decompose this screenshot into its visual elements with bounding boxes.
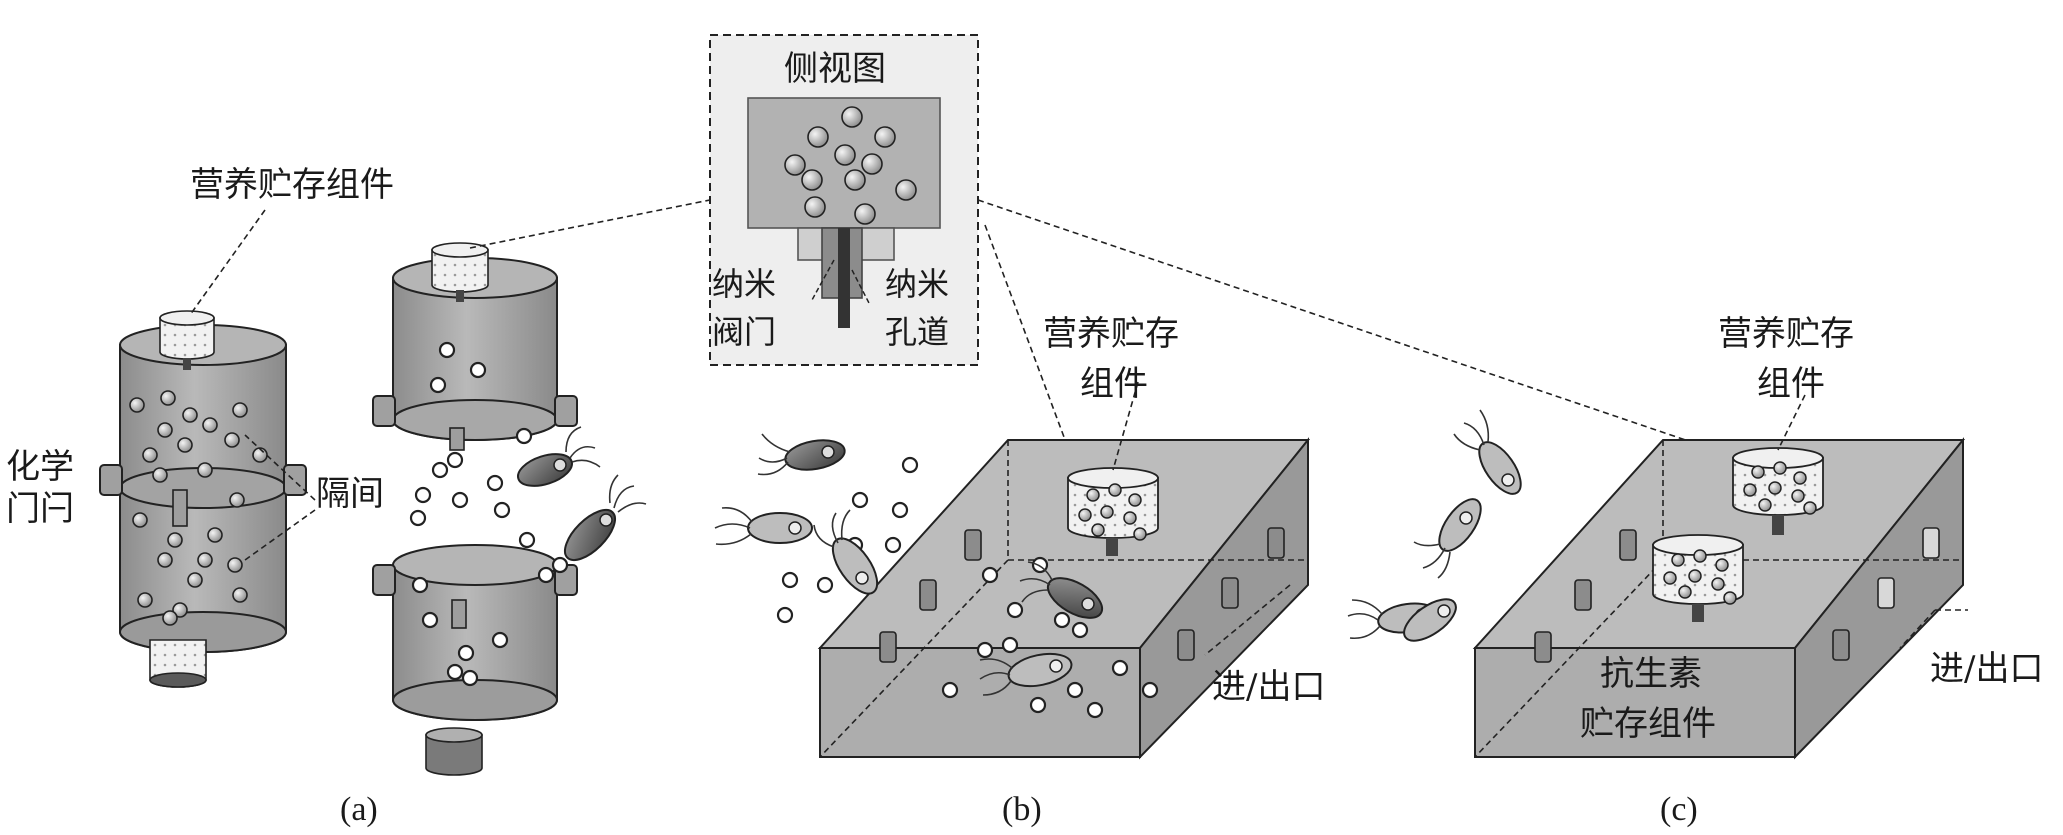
label-storage-c-2: 组件 xyxy=(1757,364,1825,404)
ports-c xyxy=(1534,527,1940,663)
label-antibiotic-2: 贮存组件 xyxy=(1580,704,1716,744)
label-compartment: 隔间 xyxy=(316,474,384,514)
nutrient-particles-b xyxy=(776,456,1159,719)
label-gate-1: 化学 xyxy=(6,447,74,487)
cylinder-open-top xyxy=(372,242,578,451)
bacteria-a xyxy=(517,426,647,561)
label-gate-2: 门闩 xyxy=(6,489,74,529)
inset-valve-2: 阀门 xyxy=(712,313,776,351)
label-port-c: 进/出口 xyxy=(1930,649,2043,689)
inset-channel-1: 纳米 xyxy=(885,265,949,303)
cylinder-open-bottom xyxy=(372,544,578,776)
label-antibiotic-1: 抗生素 xyxy=(1600,654,1702,694)
inset-channel-2: 孔道 xyxy=(885,313,949,351)
nutrient-particles-a1 xyxy=(129,390,268,626)
panel-b: 营养贮存 组件 进/出口 (b) xyxy=(714,314,1325,828)
inset-side-view: 侧视图 纳米 阀门 纳米 孔道 xyxy=(709,34,979,366)
ports-b xyxy=(879,527,1285,663)
inset-particles xyxy=(784,106,917,225)
label-storage-c-1: 营养贮存 xyxy=(1718,314,1854,354)
caption-c: (c) xyxy=(1660,791,1698,828)
nutrient-particles-a2 xyxy=(409,341,569,687)
caption-a: (a) xyxy=(340,791,378,828)
label-storage-b-2: 组件 xyxy=(1080,364,1148,404)
panel-a: 营养贮存组件 化学 门闩 隔间 (a) xyxy=(6,165,711,828)
panel-c: 营养贮存 组件 抗生素 贮存组件 进/出口 (c) xyxy=(1472,314,2043,828)
bacteria-b xyxy=(714,433,1104,696)
label-storage-b-1: 营养贮存 xyxy=(1043,314,1179,354)
inset-valve-1: 纳米 xyxy=(712,265,776,303)
label-storage-a: 营养贮存组件 xyxy=(190,165,394,205)
inset-leaders xyxy=(977,199,1716,481)
inset-title: 侧视图 xyxy=(784,49,886,89)
cylinder-closed xyxy=(99,310,307,688)
leader-lines-a xyxy=(189,199,711,561)
bacteria-bc xyxy=(1347,409,1522,642)
caption-b: (b) xyxy=(1002,791,1042,828)
label-port-b: 进/出口 xyxy=(1212,667,1325,707)
